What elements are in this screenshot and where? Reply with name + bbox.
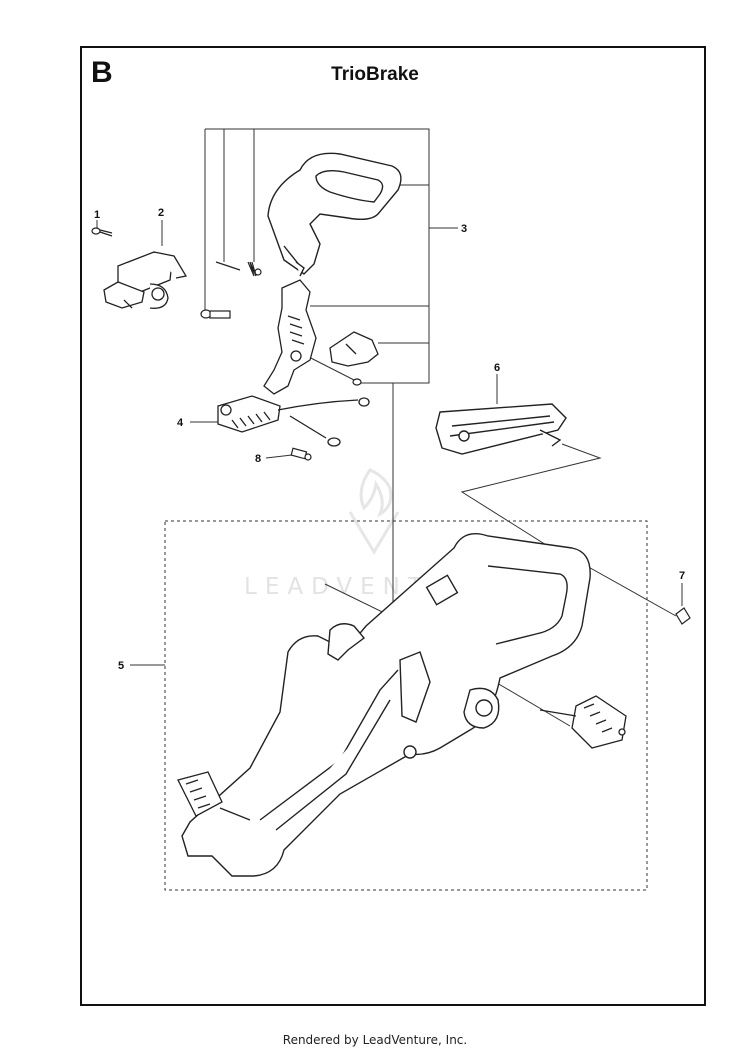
part-4-mechanism-icon (217, 395, 370, 447)
part-3-spring-icon (215, 261, 262, 277)
part-3-bolt-icon (200, 309, 362, 386)
title-text: TrioBrake (331, 64, 419, 85)
diagram-frame (80, 46, 706, 1006)
part-8-screw-icon (290, 447, 312, 461)
part-5-group-box (164, 520, 648, 891)
callout-1: 1 (94, 209, 100, 221)
callout-3: 3 (461, 223, 467, 235)
page-title: TrioBrake (0, 64, 750, 86)
part-3-latch-icon (329, 331, 379, 367)
callout-4: 4 (177, 417, 184, 429)
callout-5: 5 (118, 660, 124, 672)
part-3-bracket (204, 128, 458, 384)
watermark-logo-icon (348, 468, 400, 555)
callout-2: 2 (158, 207, 164, 219)
section-letter: B (91, 56, 113, 89)
part-6-cover-icon (435, 403, 567, 455)
part-5-spring-front-icon (177, 771, 251, 821)
callout-7: 7 (679, 570, 685, 582)
part-5-spring-rear-icon (539, 695, 627, 749)
part-3-handguard-icon (267, 152, 402, 277)
part-3-brake-lever-icon (263, 279, 317, 395)
callout-6: 6 (494, 362, 500, 374)
footer-credit: Rendered by LeadVenture, Inc. (282, 1033, 468, 1047)
part-5-handle-assembly-icon (181, 533, 591, 877)
callout-8: 8 (255, 453, 261, 465)
part-1-screw-icon (91, 227, 113, 237)
part-2-mount-icon (103, 251, 188, 309)
part-7-screw-icon (675, 607, 691, 625)
